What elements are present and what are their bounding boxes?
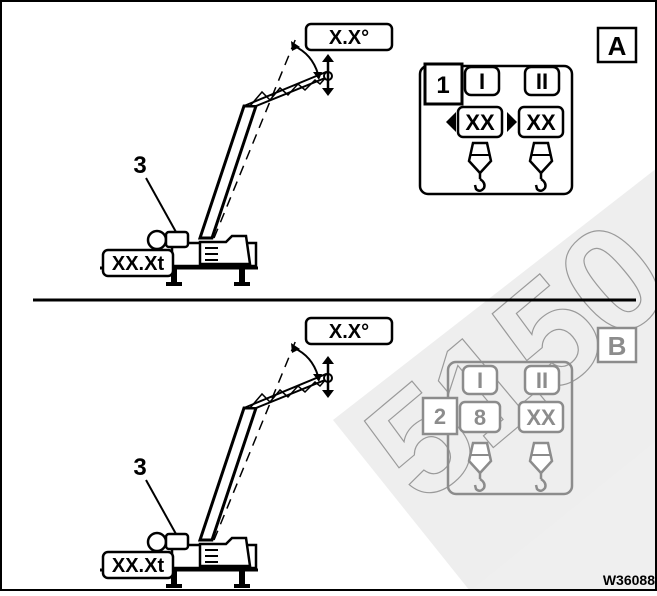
- panel-b-hook2-value: XX: [526, 405, 556, 430]
- panel-a-step-box: [423, 62, 464, 106]
- panel-b-callout-number: 3: [133, 454, 146, 481]
- panel-a-hook1-roman-box: [463, 65, 501, 97]
- panel-b-load-box: [101, 550, 175, 580]
- panel-a-left-arrow-icon: [446, 112, 456, 132]
- panel-b-hook2-roman-box: [523, 364, 561, 396]
- panel-a-hook1-value: XX: [465, 110, 495, 135]
- panel-a-angle-box: [304, 22, 394, 52]
- panel-b-hook2-roman: II: [536, 368, 548, 393]
- panel-a-load-box: [101, 248, 175, 278]
- panel-a-hook1-roman: I: [479, 69, 485, 94]
- panel-b-label: B: [608, 331, 627, 361]
- panel-b-hook1-roman-box: [461, 364, 499, 396]
- panel-a-step-number: 1: [436, 72, 449, 99]
- panel-b-hook1-roman: I: [477, 368, 483, 393]
- panel-a-load-value: XX.Xt: [112, 253, 165, 275]
- panel-a-callout-number: 3: [133, 152, 146, 179]
- panel-b-load-value: XX.Xt: [112, 555, 165, 577]
- panel-a-hook1-value-box: [456, 105, 504, 139]
- panel-b: X.X° XX.Xt 3 B 2 I II 8 XX: [98, 316, 638, 590]
- panel-b-hook1-value-box: [458, 400, 502, 434]
- panel-a-angle-value: X.X°: [329, 27, 369, 49]
- panel-b-angle-box: [304, 316, 394, 346]
- panel-a-label: A: [608, 31, 627, 61]
- panel-a-hook2-roman: II: [536, 69, 548, 94]
- panel-a-right-arrow-icon: [507, 112, 517, 132]
- panel-b-hook2-value-box: [517, 400, 565, 434]
- panel-a-hook2-roman-box: [523, 65, 561, 97]
- panel-b-label-box: [596, 326, 638, 364]
- panel-b-hook1-value: 8: [474, 405, 486, 430]
- panel-b-angle-value: X.X°: [329, 321, 369, 343]
- panel-b-step-number: 2: [434, 404, 446, 429]
- panel-b-step-box: [421, 396, 459, 436]
- panel-a-hook2-value: XX: [526, 110, 556, 135]
- figure-id: W36088: [603, 572, 655, 588]
- panel-a-hook-display: 1 I II XX XX: [418, 62, 574, 196]
- panel-a-label-box: [596, 26, 638, 64]
- panel-a: X.X° XX.Xt 3 A 1 I II XX XX: [98, 22, 638, 288]
- panel-b-hook-display: 2 I II 8 XX: [421, 360, 574, 496]
- panel-a-hook2-value-box: [517, 105, 565, 139]
